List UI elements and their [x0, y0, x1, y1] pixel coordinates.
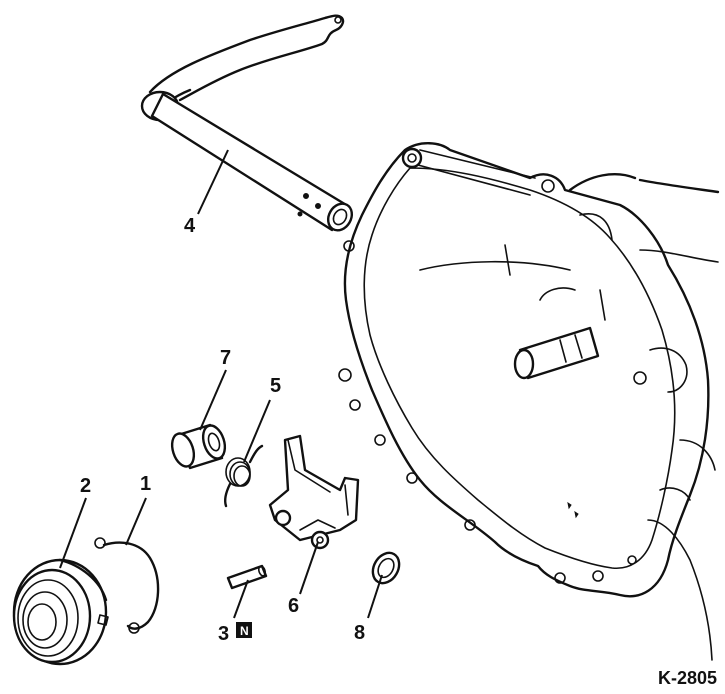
leader-5 [243, 399, 271, 463]
clutch-housing [338, 142, 720, 661]
figure-reference-code: K-2805 [658, 668, 717, 688]
leader-3 [233, 579, 249, 619]
new-part-badge [236, 622, 252, 638]
release-shaft-and-lever [140, 14, 354, 232]
leader-6 [299, 541, 319, 595]
callout-5: 5 [270, 375, 281, 397]
new-part-badge-text: N [240, 624, 249, 638]
leader-1 [125, 497, 147, 546]
seal-ring [371, 551, 401, 585]
leader-7 [199, 369, 227, 431]
roll-pin [226, 564, 268, 590]
sleeve [170, 423, 227, 470]
leader-lines [59, 149, 383, 619]
return-spring [224, 444, 264, 508]
leader-2 [59, 497, 87, 569]
callout-3: 3 [218, 623, 229, 645]
callout-1: 1 [140, 473, 151, 495]
release-fork [268, 434, 360, 550]
release-bearing [12, 558, 109, 666]
bearing-clip [94, 537, 160, 634]
callout-4: 4 [184, 215, 196, 237]
callout-8: 8 [354, 622, 365, 644]
callout-2: 2 [80, 475, 91, 497]
leader-4 [197, 149, 229, 215]
callouts: 1 2 3 4 5 6 7 8 N [80, 215, 365, 645]
leader-8 [367, 574, 383, 619]
callout-7: 7 [220, 347, 231, 369]
callout-6: 6 [288, 595, 299, 617]
